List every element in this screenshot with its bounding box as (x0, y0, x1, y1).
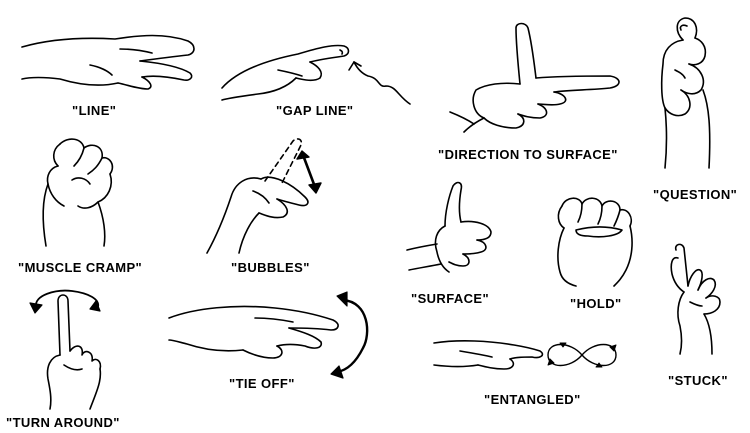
clenching-fist-icon (12, 130, 132, 250)
flat-hand-circle-arrows-icon (165, 288, 385, 378)
finger-up-rotate-icon (4, 285, 124, 410)
signal-direction-to-surface: "DIRECTION TO SURFACE" (430, 20, 660, 165)
hand-pointing-thumb-up-icon (430, 20, 630, 135)
pinch-with-arrow-icon (195, 135, 335, 255)
thumb-up-icon (405, 178, 505, 278)
fist-curled-finger-icon (645, 10, 725, 170)
signal-label: "QUESTION" (653, 187, 738, 202)
closed-fist-icon (548, 192, 638, 287)
signal-muscle-cramp: "MUSCLE CRAMP" (12, 130, 182, 280)
signal-entangled: "ENTANGLED" (430, 335, 640, 410)
signal-label: "DIRECTION TO SURFACE" (438, 147, 618, 162)
signal-line: "LINE" (20, 25, 200, 135)
signal-bubbles: "BUBBLES" (195, 135, 335, 280)
hand-gap-with-arrow-icon (218, 30, 418, 110)
signal-hold: "HOLD" (548, 192, 648, 314)
fist-thumb-fingers-icon (648, 240, 738, 355)
signal-label: "TURN AROUND" (6, 415, 120, 430)
flat-hand-pointing-icon (20, 25, 200, 95)
signal-question: "QUESTION" (645, 10, 750, 210)
signal-label: "GAP LINE" (276, 103, 354, 118)
signal-label: "HOLD" (570, 296, 622, 311)
signal-label: "LINE" (72, 103, 117, 118)
signal-label: "MUSCLE CRAMP" (18, 260, 143, 275)
signal-label: "STUCK" (668, 373, 728, 388)
signal-label: "TIE OFF" (229, 376, 295, 391)
signal-surface: "SURFACE" (405, 178, 505, 310)
signal-stuck: "STUCK" (648, 240, 748, 390)
signal-label: "SURFACE" (411, 291, 490, 306)
signal-tie-off: "TIE OFF" (165, 288, 385, 398)
signal-gap-line: "GAP LINE" (218, 30, 418, 130)
signal-label: "ENTANGLED" (484, 392, 581, 407)
signal-label: "BUBBLES" (231, 260, 310, 275)
hand-infinity-icon (430, 335, 640, 380)
signal-turn-around: "TURN AROUND" (4, 285, 164, 433)
